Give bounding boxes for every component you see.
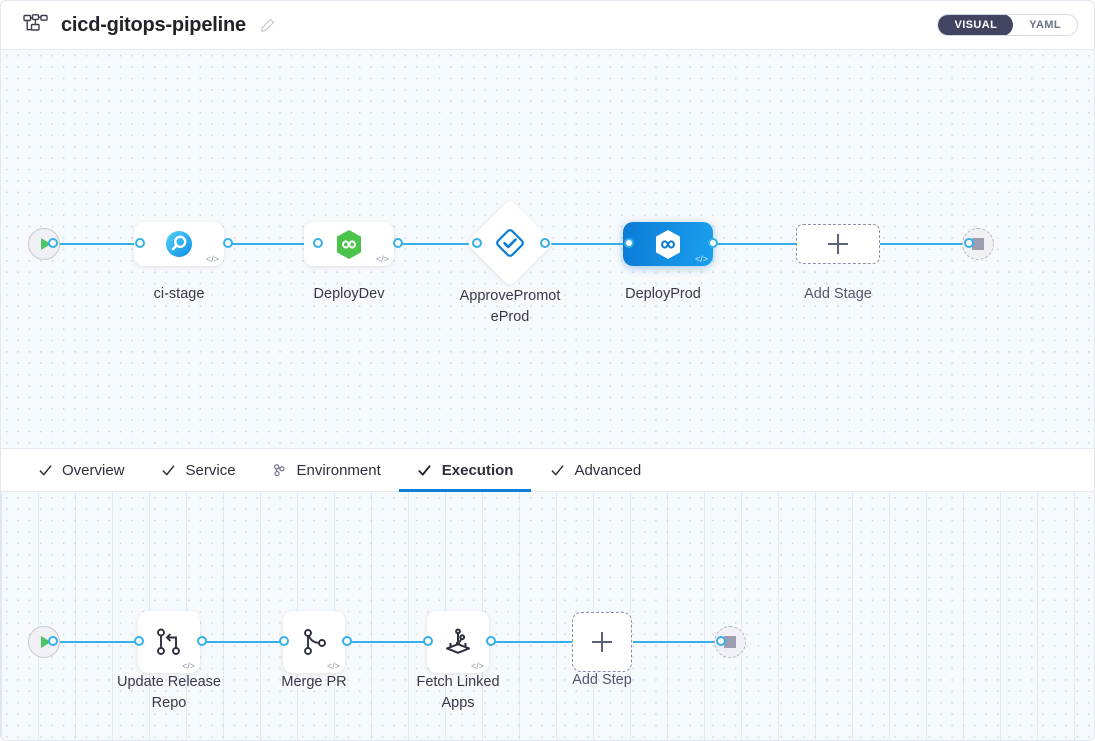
stage-label-line-2: eProd <box>490 309 530 325</box>
tab-label: Service <box>185 461 236 479</box>
step-label-line-1: Fetch Linked <box>416 674 500 690</box>
tab-label: Overview <box>62 461 125 479</box>
add-step-button[interactable] <box>572 612 632 672</box>
step-flow: </> Update Release Repo </> <box>1 492 1094 740</box>
add-stage-label: Add Stage <box>804 286 872 302</box>
step-code-flag: </> <box>326 661 340 671</box>
edge-update-release-repo-to-merge-pr <box>201 641 291 643</box>
port-merge-pr-out[interactable] <box>342 636 352 646</box>
port-deployprod-in[interactable] <box>624 238 634 248</box>
stage-flow: </> ci-stage </> DeployDev <box>1 50 1094 448</box>
stage-label-deployprod: DeployProd <box>625 286 701 302</box>
edge-deploydev-to-approve <box>394 243 476 245</box>
port-merge-pr-in[interactable] <box>279 636 289 646</box>
plus-icon <box>828 234 848 254</box>
check-icon <box>417 462 433 478</box>
step-canvas[interactable]: </> Update Release Repo </> <box>1 492 1094 740</box>
gitops-hexagon-icon <box>656 229 680 259</box>
port-deploydev-out[interactable] <box>393 238 403 248</box>
stage-label-ci-stage: ci-stage <box>153 286 205 302</box>
stage-config-tabs: Overview Service Environment <box>1 448 1094 492</box>
port-deployprod-out[interactable] <box>708 238 718 248</box>
play-icon <box>40 636 51 648</box>
port-fetch-linked-apps-out[interactable] <box>486 636 496 646</box>
harness-box-icon <box>446 628 470 654</box>
page-title: cicd-gitops-pipeline <box>61 13 246 36</box>
git-pull-request-icon <box>304 629 326 655</box>
header-right: VISUAL YAML <box>937 14 1078 36</box>
port-step-end-in[interactable] <box>716 636 726 646</box>
port-start-out[interactable] <box>48 238 58 248</box>
edge-add-step-to-end <box>633 641 721 643</box>
step-node-fetch-linked-apps[interactable]: </> <box>427 611 489 673</box>
step-code-flag: </> <box>181 661 195 671</box>
toggle-option-yaml[interactable]: YAML <box>1029 19 1061 31</box>
edge-addstage-to-end <box>876 243 968 245</box>
edge-approve-to-deployprod <box>546 243 630 245</box>
port-update-release-repo-out[interactable] <box>197 636 207 646</box>
header-bar: cicd-gitops-pipeline VISUAL YAML <box>1 1 1094 50</box>
tab-service[interactable]: Service <box>143 449 254 491</box>
stage-label-deploydev: DeployDev <box>313 286 385 302</box>
pipeline-icon <box>23 14 49 36</box>
edge-ci-to-deploydev <box>222 243 318 245</box>
view-mode-toggle[interactable]: VISUAL YAML <box>937 14 1078 36</box>
tab-label: Environment <box>296 461 381 479</box>
edge-merge-pr-to-fetch-linked-apps <box>345 641 435 643</box>
step-label-line-1: Update Release <box>117 674 221 690</box>
tab-environment[interactable]: Environment <box>254 449 399 491</box>
ci-build-icon <box>166 231 192 257</box>
stage-label-line-1: ApprovePromot <box>459 288 561 304</box>
step-node-update-release-repo[interactable]: </> <box>138 611 200 673</box>
plus-icon <box>592 632 612 652</box>
port-approve-in[interactable] <box>472 238 482 248</box>
add-step-label: Add Step <box>572 672 632 688</box>
check-icon <box>549 462 565 478</box>
port-update-release-repo-in[interactable] <box>134 636 144 646</box>
tab-advanced[interactable]: Advanced <box>531 449 659 491</box>
step-node-merge-pr[interactable]: </> <box>283 611 345 673</box>
edge-fetch-linked-apps-to-add-step <box>488 641 573 643</box>
stop-icon <box>972 238 984 250</box>
stop-icon <box>724 636 736 648</box>
gitops-hexagon-icon <box>337 229 361 259</box>
stage-label-approvepromoteprod: ApprovePromot eProd <box>445 286 575 328</box>
tab-label: Execution <box>441 461 514 479</box>
edge-start-to-ci <box>49 243 145 245</box>
stage-code-flag: </> <box>375 254 389 264</box>
stage-node-deployprod[interactable]: </> <box>623 222 713 266</box>
toggle-option-visual[interactable]: VISUAL <box>938 15 1014 35</box>
port-end-in[interactable] <box>964 238 974 248</box>
stage-node-deploydev[interactable]: </> <box>304 222 394 266</box>
tab-overview[interactable]: Overview <box>19 449 143 491</box>
git-branch-icon <box>157 628 180 655</box>
pencil-icon[interactable] <box>258 15 278 35</box>
edge-deployprod-to-addstage <box>706 243 806 245</box>
check-icon <box>37 462 53 478</box>
port-ci-stage-in[interactable] <box>135 238 145 248</box>
port-ci-stage-out[interactable] <box>223 238 233 248</box>
environment-icon <box>272 462 288 478</box>
port-approve-out[interactable] <box>540 238 550 248</box>
step-label-update-release-repo: Update Release Repo <box>104 672 234 714</box>
port-fetch-linked-apps-in[interactable] <box>423 636 433 646</box>
step-code-flag: </> <box>470 661 484 671</box>
add-stage-button[interactable] <box>796 224 880 264</box>
header-left: cicd-gitops-pipeline <box>23 14 278 37</box>
check-icon <box>161 462 177 478</box>
stage-code-flag: </> <box>205 254 219 264</box>
tab-label: Advanced <box>574 461 642 479</box>
stage-code-flag: </> <box>694 254 708 264</box>
tab-execution[interactable]: Execution <box>398 449 532 492</box>
stage-canvas[interactable]: </> ci-stage </> DeployDev <box>1 50 1094 448</box>
step-label-line-2: Apps <box>441 695 475 711</box>
port-deploydev-in[interactable] <box>313 238 323 248</box>
step-label-line-2: Repo <box>151 695 187 711</box>
step-label-fetch-linked-apps: Fetch Linked Apps <box>393 672 523 714</box>
play-icon <box>40 238 51 250</box>
stage-node-ci-stage[interactable]: </> <box>134 222 224 266</box>
port-step-start-out[interactable] <box>48 636 58 646</box>
step-label-merge-pr: Merge PR <box>281 674 347 690</box>
edge-start-to-update-release-repo <box>49 641 145 643</box>
